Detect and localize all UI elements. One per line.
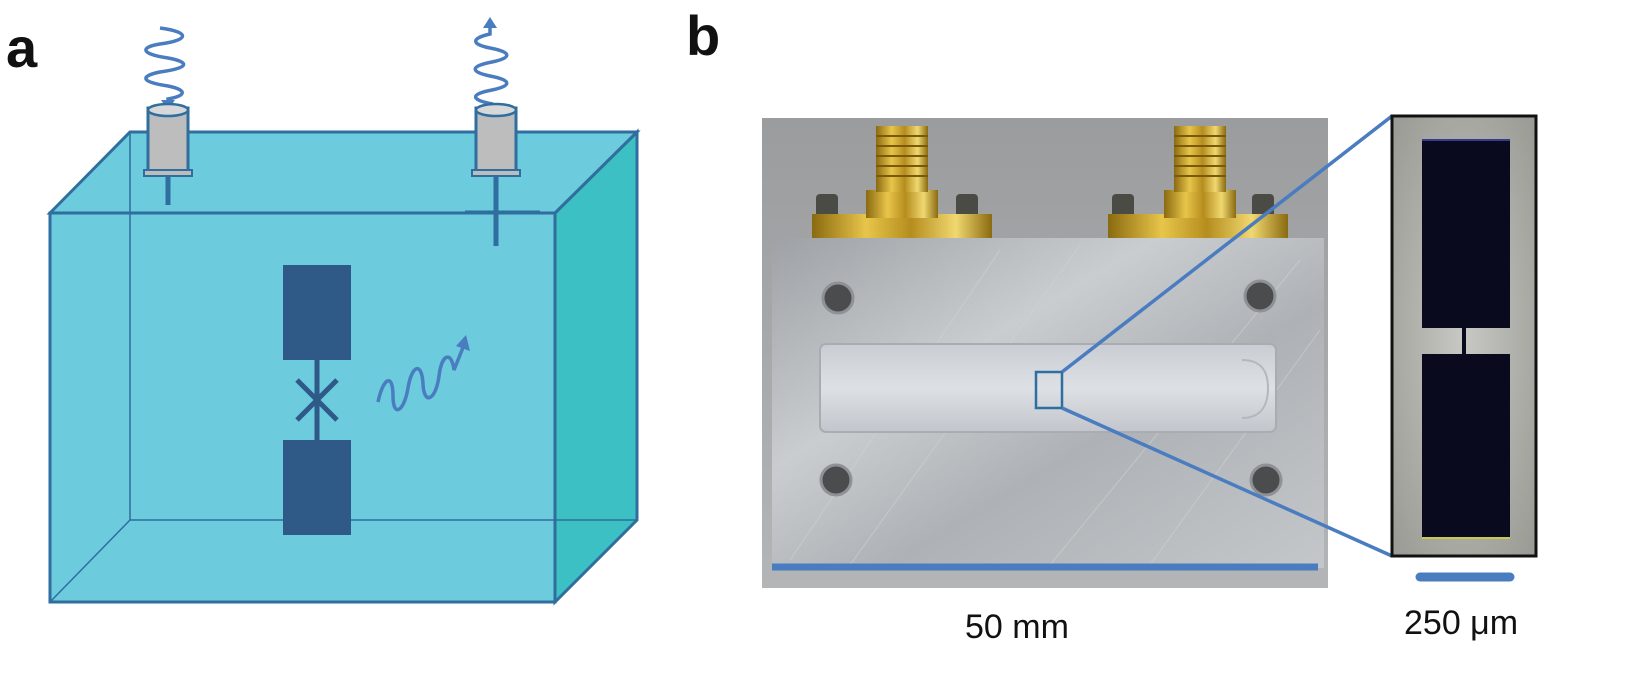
scale-label-50mm: 50 mm [965,610,1069,644]
cavity-top-face [50,132,637,213]
qubit-pad-bottom [283,440,351,535]
cavity-slot [820,344,1276,432]
qubit-micrograph-inset [1392,116,1536,577]
qubit-pad-top [283,265,351,360]
micrograph-pad-bottom [1422,354,1510,538]
output-wave-icon [475,17,507,104]
cavity-photograph [762,116,1392,588]
cavity-schematic [50,17,637,602]
micrograph-pad-top [1422,140,1510,328]
scale-label-250um: 250 μm [1404,606,1518,640]
input-wave-icon [146,28,184,110]
